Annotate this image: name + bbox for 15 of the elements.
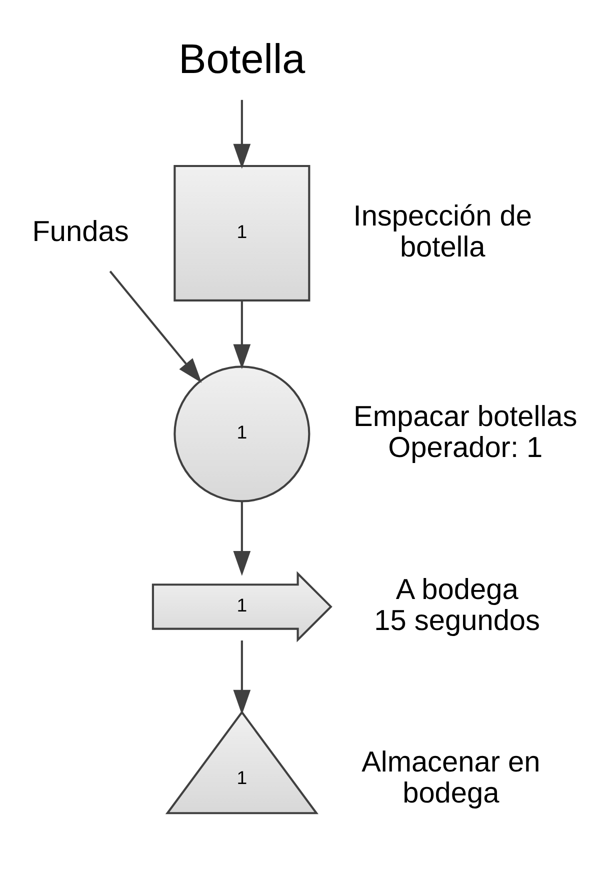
arrow: [233, 501, 251, 576]
node-label: Empacar botellas: [354, 400, 578, 433]
arrow: [233, 300, 251, 369]
node-label: Almacenar en bodega: [362, 746, 540, 810]
node-label: A bodega: [396, 573, 518, 606]
node-label: Operador: 1: [388, 432, 543, 464]
arrow: [233, 99, 251, 168]
arrow: [233, 640, 251, 714]
node-circle: 1: [174, 365, 310, 502]
arrow: [109, 270, 202, 382]
node-label: 15 segundos: [374, 604, 540, 636]
node-label: Inspección de botella: [353, 200, 532, 263]
node-text: Fundas: [32, 215, 129, 248]
node-text: Botella: [178, 35, 306, 82]
node-box: 1: [174, 164, 310, 301]
